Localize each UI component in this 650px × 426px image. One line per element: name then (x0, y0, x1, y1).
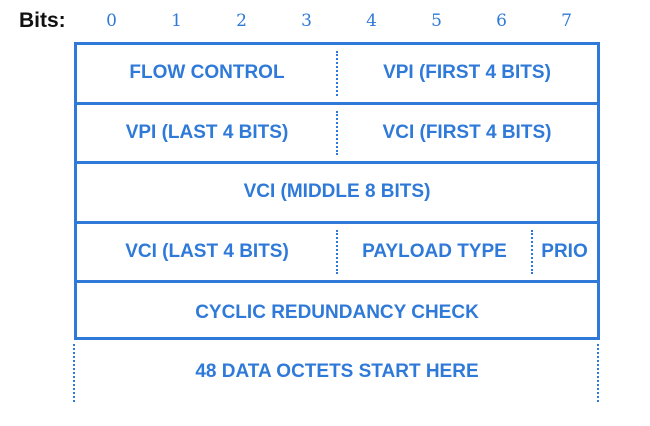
header-row-4: VCI (LAST 4 BITS) PAYLOAD TYPE PRIO (77, 224, 597, 283)
bit-number: 4 (366, 11, 377, 31)
data-left-dotted-edge (73, 344, 75, 402)
crc-field: CYCLIC REDUNDANCY CHECK (195, 301, 479, 323)
bit-number: 3 (301, 11, 312, 31)
bit-number: 2 (236, 11, 247, 31)
flow-control-field: FLOW CONTROL (129, 62, 285, 84)
bit-number: 0 (106, 11, 117, 31)
vci-last-field: VCI (LAST 4 BITS) (125, 240, 289, 262)
data-right-dotted-edge (597, 344, 599, 402)
vci-middle-field: VCI (MIDDLE 8 BITS) (243, 181, 431, 203)
data-octets-label: 48 DATA OCTETS START HERE (195, 361, 479, 382)
header-row-5: CYCLIC REDUNDANCY CHECK (77, 283, 597, 343)
field-divider (336, 51, 338, 96)
header-row-3: VCI (MIDDLE 8 BITS) (77, 164, 597, 224)
field-divider (531, 229, 533, 274)
header-row-2: VPI (LAST 4 BITS) VCI (FIRST 4 BITS) (77, 105, 597, 164)
vci-first-field: VCI (FIRST 4 BITS) (382, 121, 552, 143)
vpi-last-field: VPI (LAST 4 BITS) (125, 121, 289, 143)
field-divider (336, 229, 338, 274)
field-divider (336, 110, 338, 155)
atm-header-frame: FLOW CONTROL VPI (FIRST 4 BITS) VPI (LAS… (74, 42, 600, 340)
bit-number: 5 (431, 11, 442, 31)
bit-number: 6 (496, 11, 507, 31)
payload-type-field: PAYLOAD TYPE (362, 240, 507, 262)
priority-field: PRIO (541, 240, 588, 262)
bit-number: 7 (561, 11, 572, 31)
header-row-1: FLOW CONTROL VPI (FIRST 4 BITS) (77, 45, 597, 105)
vpi-first-field: VPI (FIRST 4 BITS) (383, 62, 551, 84)
bit-number: 1 (171, 11, 182, 31)
bits-label: Bits: (19, 9, 66, 32)
